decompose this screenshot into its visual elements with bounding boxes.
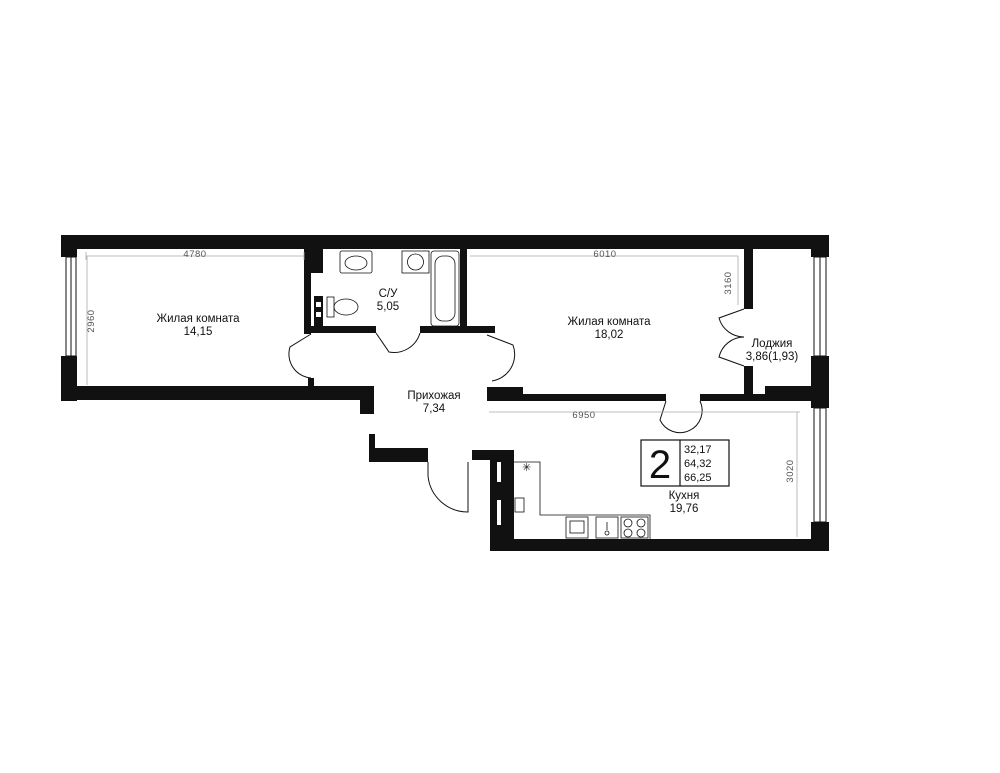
room-loggia-name: Лоджия [752, 338, 793, 350]
total-area-value: 64,32 [684, 458, 712, 470]
room-living-1-area: 14,15 [184, 326, 213, 338]
room-living-1-name: Жилая комната [156, 313, 240, 325]
dim-kitchen-depth: 3020 [785, 459, 796, 482]
bathroom-fixtures [326, 250, 460, 327]
windows [65, 256, 827, 523]
dim-room2-width: 6010 [593, 249, 616, 260]
dim-kitchen-width: 6950 [572, 410, 595, 421]
dim-room1-depth: 2960 [86, 309, 97, 332]
kitchen-shaft [497, 462, 501, 525]
dim-room1-width: 4780 [183, 249, 206, 260]
doors [288, 308, 745, 513]
dim-room2-depth: 3160 [723, 271, 734, 294]
room-bathroom-name: С/У [379, 288, 399, 300]
area-info-box: 2 32,17 64,32 66,25 [640, 439, 730, 487]
living-area-value: 32,17 [684, 444, 712, 456]
rooms-count: 2 [649, 443, 671, 487]
svg-text:✳: ✳ [522, 462, 531, 474]
room-living-2-area: 18,02 [595, 329, 624, 341]
walls [61, 235, 829, 551]
room-hallway-area: 7,34 [423, 403, 446, 415]
room-living-2-name: Жилая комната [567, 316, 651, 328]
room-hallway-name: Прихожая [407, 390, 460, 402]
room-kitchen-area: 19,76 [670, 503, 699, 515]
room-kitchen-name: Кухня [669, 490, 700, 502]
dimension-lines [85, 252, 800, 537]
kitchen-fixtures: ✳ [514, 461, 651, 539]
room-loggia-area: 3,86(1,93) [746, 351, 799, 363]
room-bathroom-area: 5,05 [377, 301, 399, 313]
total-with-loggia-value: 66,25 [684, 472, 712, 484]
bathroom-shaft [316, 276, 322, 317]
